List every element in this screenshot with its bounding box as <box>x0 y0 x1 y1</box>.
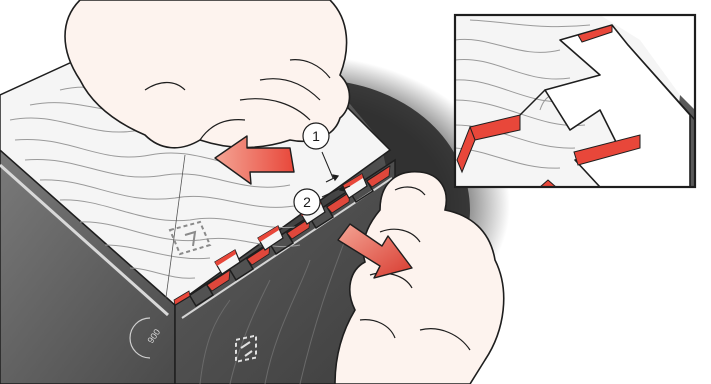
detail-inset <box>455 15 695 187</box>
callout-2-label: 2 <box>303 194 311 210</box>
callout-1-label: 1 <box>312 128 320 144</box>
